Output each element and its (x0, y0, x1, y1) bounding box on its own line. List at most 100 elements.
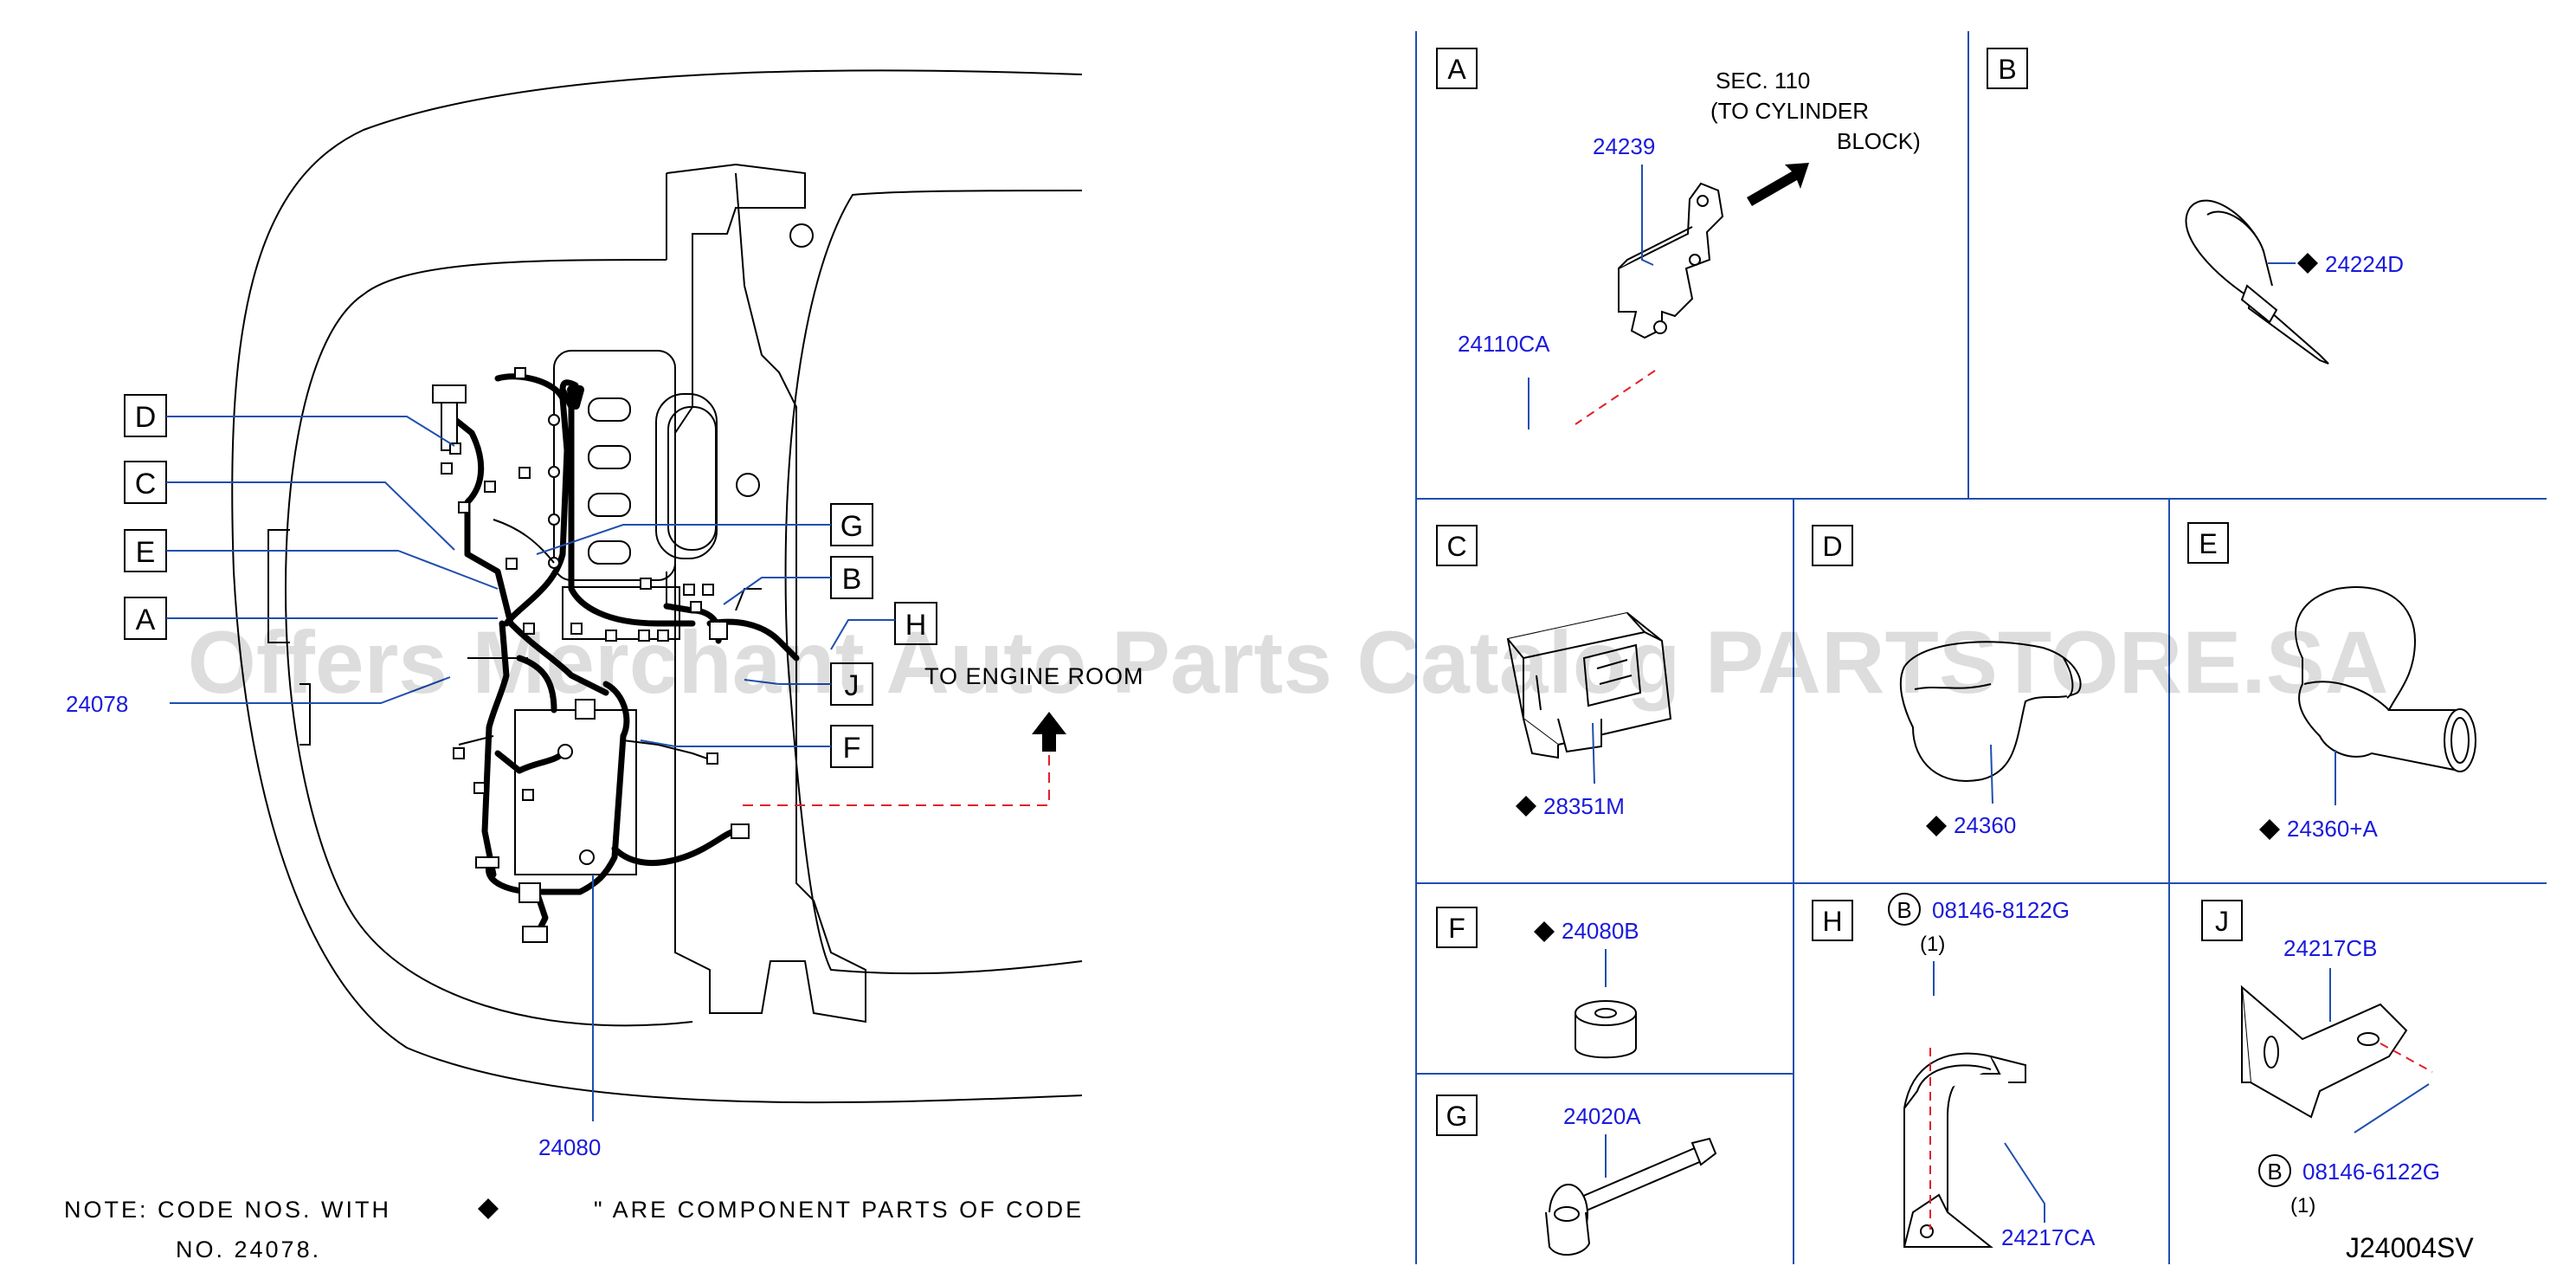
part-number-24224d: 24224D (2325, 251, 2404, 277)
spacer-24080b (1575, 1000, 1637, 1059)
callout-box-e (124, 529, 167, 572)
callout-letter-a: A (136, 604, 156, 636)
panel-f: 24080B (1534, 918, 1639, 1059)
panel-letter-c: C (1446, 531, 1466, 562)
hole (736, 473, 760, 497)
diamond-icon (478, 1198, 499, 1219)
bracket-24239 (1618, 182, 1724, 339)
diamond-icon (1926, 816, 1947, 836)
valve-cover (553, 350, 676, 581)
panel-letter-a: A (1447, 54, 1466, 85)
bolt-symbol-circle (2258, 1154, 2291, 1187)
relay-box (562, 586, 680, 640)
callout-letter-j: J (845, 669, 860, 702)
clamp-24217ca (1903, 1052, 2026, 1248)
note-line-2: NO. 24078. (176, 1237, 321, 1262)
arrow-icon (1747, 163, 1809, 206)
callout-letter-h: H (905, 609, 927, 642)
callout-letter-d: D (135, 401, 157, 434)
grommet-24360 (1899, 641, 2082, 782)
bracket-24217cb (2240, 985, 2408, 1119)
bolt-symbol-letter: B (1897, 897, 1911, 923)
part-number-24239: 24239 (1593, 133, 1655, 159)
connector-28351m (1506, 611, 1672, 759)
part-number-24217ca: 24217CA (2001, 1224, 2096, 1250)
connectors (432, 367, 750, 943)
to-engine-room-label: TO ENGINE ROOM (924, 663, 1144, 689)
panel-g: 24020A (1545, 1103, 1717, 1256)
sec-110-line-1: SEC. 110 (1716, 68, 1810, 94)
callout-leaders (166, 416, 895, 1121)
panel-a: SEC. 110 (TO CYLINDER BLOCK) 24239 24110… (1458, 68, 1921, 429)
callout-letter-f: F (843, 732, 861, 765)
callout-box-j (830, 662, 873, 706)
callout-letter-c: C (135, 468, 157, 500)
panel-c: 28351M (1506, 611, 1672, 819)
panel-grid (1415, 31, 2547, 1264)
up-arrow-icon (1032, 712, 1066, 752)
panel-letter-boxes (1436, 48, 2243, 1136)
wire-harness (447, 373, 800, 939)
panel-letter-g: G (1446, 1101, 1468, 1132)
part-number-24080b: 24080B (1562, 918, 1639, 944)
panel-letters: A B C D E F H J G (1446, 54, 2229, 1132)
strut-tower (655, 393, 718, 559)
red-dashed-leader (743, 755, 1050, 806)
leader (1592, 722, 1595, 785)
diamond-icon (1516, 796, 1536, 817)
main-callout-letters: D C E A G B H J F (135, 401, 927, 765)
part-number-08146-6122g: 08146-6122G (2302, 1159, 2440, 1185)
callout-letter-e: E (136, 536, 156, 569)
hole (789, 223, 814, 248)
note-line-1a: NOTE: CODE NOS. WITH (64, 1197, 391, 1223)
callout-box-g (830, 503, 873, 546)
part-number-24360a: 24360+A (2287, 816, 2378, 842)
part-number-08146-8122g: 08146-8122G (1932, 897, 2070, 923)
left-notch-lower (299, 683, 311, 746)
part-number-24078: 24078 (66, 691, 128, 717)
panel-letter-j: J (2215, 906, 2229, 937)
drawing-id: J24004SV (2346, 1232, 2474, 1263)
note-line-1b: " ARE COMPONENT PARTS OF CODE (594, 1197, 1084, 1223)
callout-letter-g: G (840, 510, 863, 543)
watermark: Offers Merchant Auto Parts Catalog PARTS… (188, 613, 2389, 712)
leader (2354, 1083, 2430, 1133)
panel-letter-e: E (2199, 528, 2217, 559)
hood-outline (784, 190, 1083, 975)
body-outline (231, 69, 1083, 1104)
red-dashed-leader (2380, 1043, 2433, 1073)
leader (1641, 165, 1654, 266)
leader (2004, 1142, 2045, 1223)
panel-d: 24360 (1899, 641, 2082, 838)
callout-box-b (830, 556, 873, 599)
sec-110-line-3: BLOCK) (1837, 128, 1921, 154)
diamond-icon (1534, 921, 1555, 942)
connector (731, 823, 750, 839)
callout-box-f (830, 725, 873, 768)
callout-box-h (894, 602, 937, 645)
bolt-symbol-circle (1888, 893, 1921, 926)
sec-110-line-2: (TO CYLINDER (1710, 98, 1869, 124)
panel-b: 24224D (2185, 199, 2404, 365)
panel-j: 24217CB B 08146-6122G (1) (2240, 935, 2440, 1217)
red-dashed-leader (1575, 370, 1656, 425)
part-number-24217cb: 24217CB (2283, 935, 2377, 961)
bolt-symbol-letter: B (2267, 1159, 2282, 1185)
strut-tower-inner (667, 406, 717, 551)
diamond-icon (2259, 819, 2280, 840)
coil-packs (588, 397, 631, 565)
grommet-24360a (2295, 586, 2476, 772)
panel-letter-d: D (1822, 531, 1842, 562)
left-notch (267, 529, 290, 643)
diamond-icon (2297, 253, 2318, 274)
engine-block-outline (666, 163, 866, 1023)
panel-letter-b: B (1998, 54, 2016, 85)
part-number-24360: 24360 (1954, 812, 2016, 838)
part-number-24110ca: 24110CA (1458, 331, 1550, 357)
part-number-24020a: 24020A (1563, 1103, 1641, 1129)
callout-letter-b: B (842, 563, 862, 596)
engine-room-view (231, 69, 1083, 1104)
cable-tie (2185, 199, 2329, 365)
leader (1990, 744, 1993, 804)
